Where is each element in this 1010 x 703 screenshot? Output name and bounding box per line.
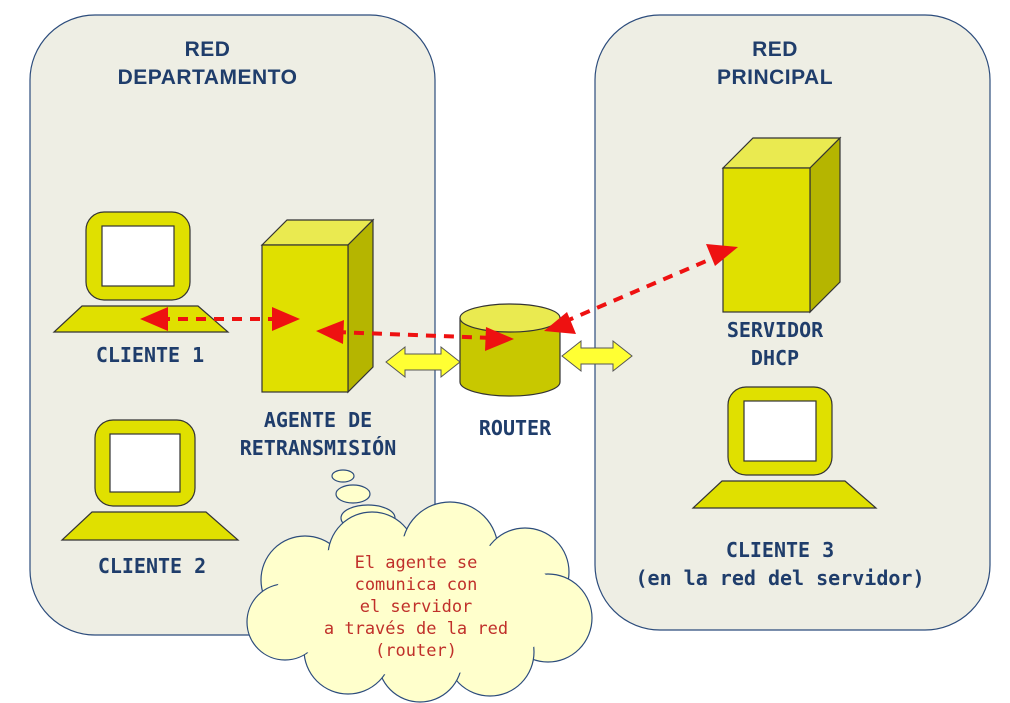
client-agent-message-arrow	[140, 307, 300, 331]
client-3-label-line2: (en la red del servidor)	[635, 566, 925, 590]
callout-note-line2: comunica con	[354, 575, 478, 595]
relay-agent-label: AGENTE DE RETRANSMISIÓN	[218, 406, 418, 462]
router-icon	[459, 303, 561, 397]
callout-note-line4: a través de la red	[323, 619, 509, 639]
main-network-zone	[594, 14, 991, 631]
agent-router-link-arrow	[385, 345, 461, 379]
department-zone-title-line2: DEPARTAMENTO	[117, 66, 298, 89]
department-zone-title-line1: RED	[184, 38, 231, 61]
dhcp-server-label: SERVIDOR DHCP	[700, 316, 850, 372]
relay-agent-label-line1: AGENTE DE	[263, 408, 373, 432]
main-zone-title: RED PRINCIPAL	[700, 36, 850, 92]
main-zone-title-line1: RED	[752, 38, 798, 61]
relay-agent-label-line2: RETRANSMISIÓN	[239, 436, 397, 460]
department-zone-title: RED DEPARTAMENTO	[100, 36, 315, 92]
agent-router-message-arrow	[316, 320, 514, 351]
dhcp-server-tower-icon	[721, 136, 842, 314]
router-server-message-arrow	[544, 244, 738, 334]
client-3-computer-icon	[691, 386, 878, 509]
dhcp-server-label-line1: SERVIDOR	[726, 318, 824, 342]
main-zone-title-line2: PRINCIPAL	[716, 66, 834, 89]
relay-agent-tower-icon	[260, 218, 375, 394]
callout-note-line1: El agente se	[354, 553, 478, 573]
client-1-label: CLIENTE 1	[95, 343, 205, 367]
callout-note-line5: (router)	[375, 641, 457, 661]
callout-note-line3: el servidor	[359, 597, 473, 617]
client-3-label: CLIENTE 3 (en la red del servidor)	[600, 536, 960, 592]
client-2-label: CLIENTE 2	[97, 554, 207, 578]
client-3-label-line1: CLIENTE 3	[725, 538, 835, 562]
router-label: ROUTER	[478, 416, 552, 440]
client-2-computer-icon	[60, 419, 240, 541]
router-main-network-link-arrow	[561, 339, 633, 373]
dhcp-server-label-line2: DHCP	[750, 346, 800, 370]
callout-note-text: El agente se comunica con el servidor a …	[286, 552, 546, 662]
